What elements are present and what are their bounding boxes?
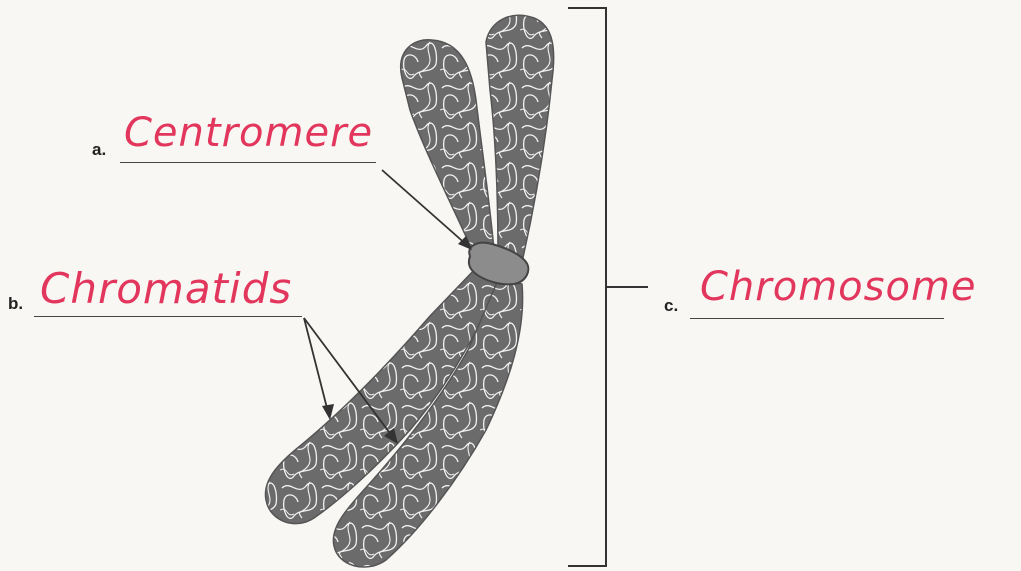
upper-left-arm	[401, 40, 494, 254]
arrow-b1-line	[304, 318, 328, 412]
label-b-letter: b.	[8, 294, 23, 314]
label-c-answer[interactable]: Chromosome	[700, 264, 977, 310]
chromosome-bracket	[568, 8, 606, 566]
label-b-answer[interactable]: Chromatids	[40, 264, 292, 313]
label-a-answer[interactable]: Centromere	[124, 110, 373, 156]
label-a-blank	[120, 162, 376, 163]
label-c-blank	[690, 318, 944, 319]
label-a-letter: a.	[92, 140, 106, 160]
upper-right-arm	[486, 15, 554, 262]
label-b-blank	[34, 316, 302, 317]
label-c-letter: c.	[664, 296, 678, 316]
